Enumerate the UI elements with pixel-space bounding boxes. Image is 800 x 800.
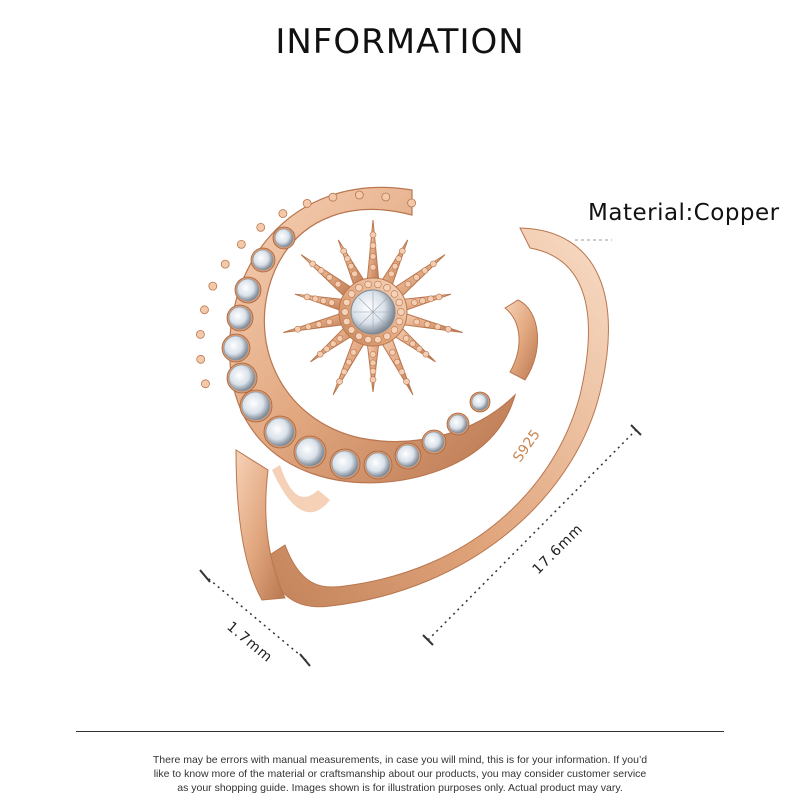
crystal-stone (274, 228, 294, 248)
page-title: INFORMATION (275, 22, 525, 62)
crystal-stone (228, 306, 252, 330)
crystal-stone (448, 414, 468, 434)
crystal-stone (331, 450, 359, 478)
crystal-stone (423, 431, 445, 453)
crystal-stone (471, 393, 489, 411)
crystal-stone (236, 278, 260, 302)
silver-stamp: S925 (510, 427, 544, 465)
disclaimer: There may be errors with manual measurem… (100, 753, 700, 795)
crystal-stone (295, 437, 325, 467)
crystal-stone (252, 249, 274, 271)
crystal-stone (365, 452, 391, 478)
disclaimer-line: There may be errors with manual measurem… (152, 754, 648, 766)
crystal-stone (241, 391, 271, 421)
diameter-label: 17.6mm (530, 521, 587, 578)
crescent-moon (195, 186, 517, 484)
crystal-stone (223, 335, 249, 361)
sun-charm (283, 219, 463, 396)
footer-divider (76, 731, 724, 732)
crystal-stone (265, 417, 295, 447)
crystal-stone (228, 364, 256, 392)
disclaimer-line: as your shopping guide. Images shown is … (177, 782, 623, 794)
width-label: 1.7mm (223, 619, 275, 666)
ring-band (235, 227, 609, 608)
disclaimer-line: like to know more of the material or cra… (153, 768, 647, 780)
crystal-stone (396, 444, 420, 468)
material-label: Material:Copper (588, 200, 780, 226)
